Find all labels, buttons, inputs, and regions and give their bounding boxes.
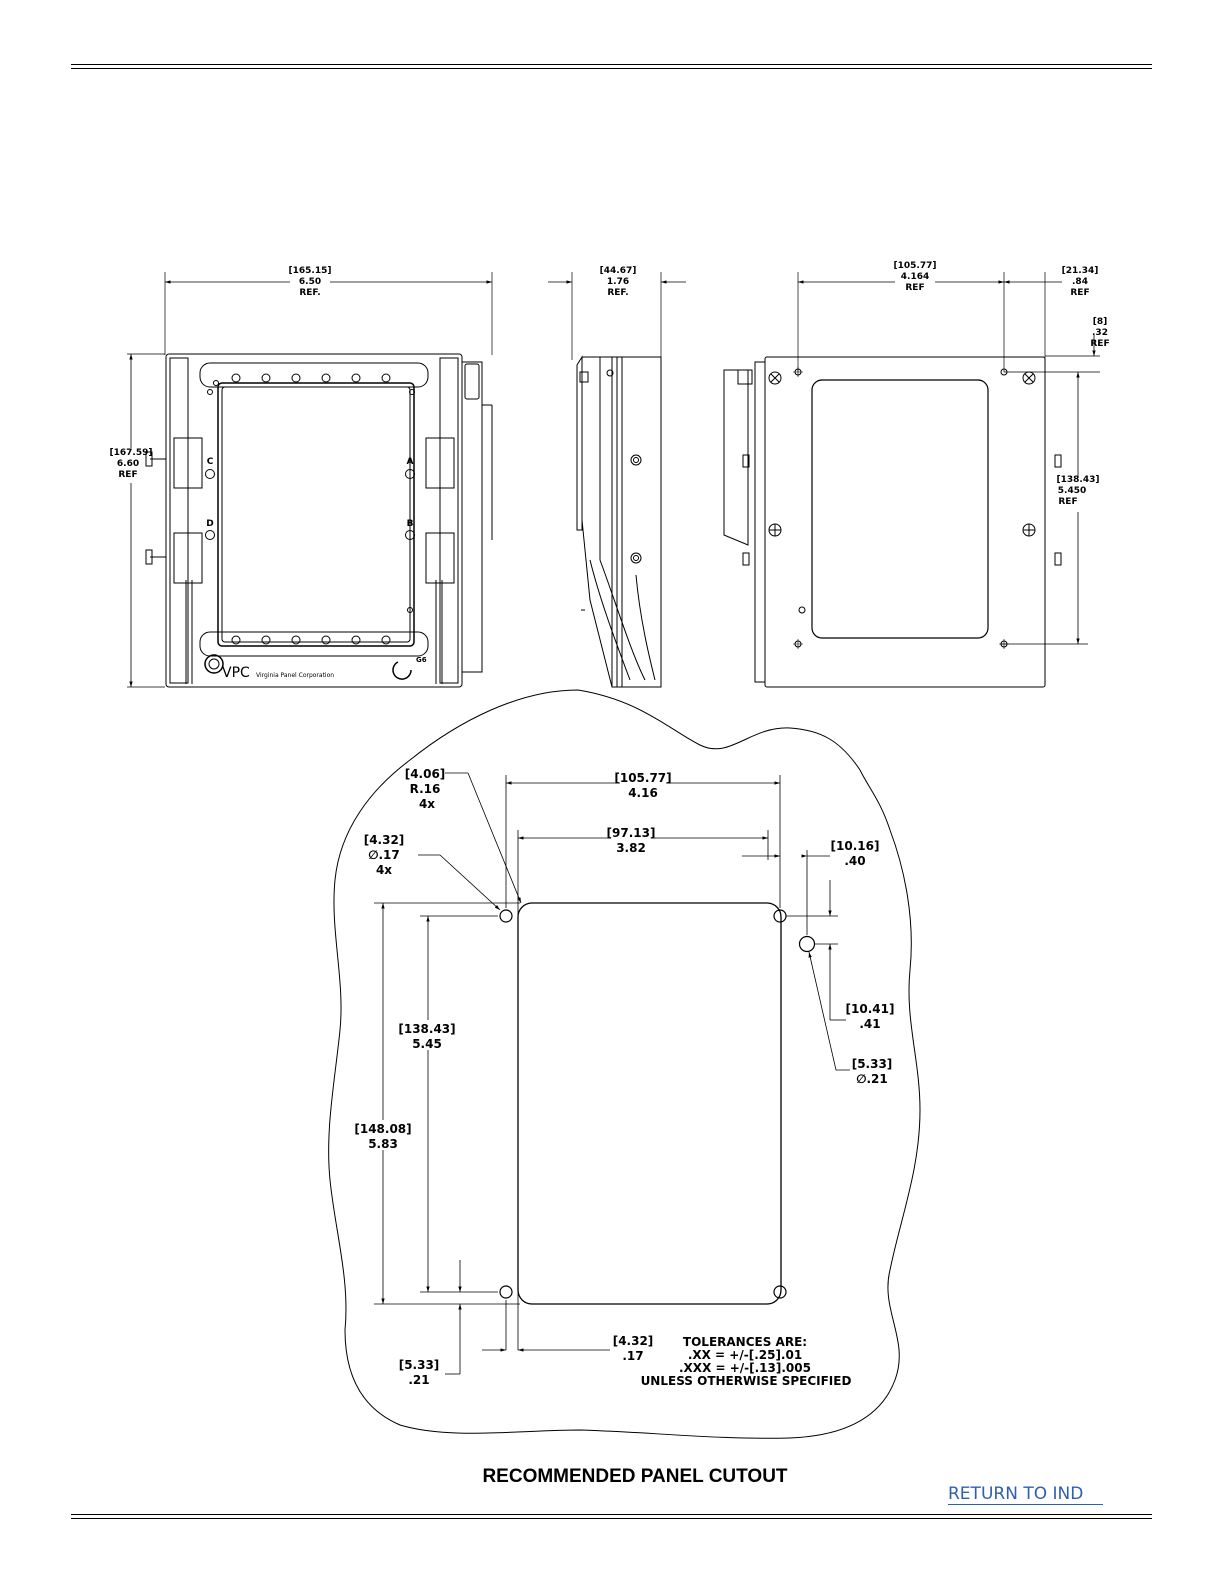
rear-span-in: 4.164 xyxy=(901,272,929,282)
rear-span-ref: REF xyxy=(905,283,924,293)
hole-dia-in: ∅.17 xyxy=(368,848,400,862)
top-rule xyxy=(71,64,1152,65)
hole-vert-mm: [138.43] xyxy=(398,1022,455,1036)
tolerances-line3: UNLESS OTHERWISE SPECIFIED xyxy=(641,1374,852,1388)
side-depth-in: 1.76 xyxy=(607,277,629,287)
side-view xyxy=(548,272,686,688)
window-height-mm: [148.08] xyxy=(354,1122,411,1136)
hole-span-mm: [105.77] xyxy=(614,771,671,785)
rear-edge-ref: REF xyxy=(1070,288,1089,298)
rear-edge-in: .84 xyxy=(1072,277,1088,287)
bottom-offset-mm: [5.33] xyxy=(399,1358,440,1372)
label-c: C xyxy=(207,457,214,467)
window-width-mm: [97.13] xyxy=(607,826,656,840)
window-height-in: 5.83 xyxy=(368,1137,398,1151)
rear-view xyxy=(723,272,1100,688)
tolerances-title: TOLERANCES ARE: xyxy=(683,1335,807,1349)
rear-vert-ref: REF xyxy=(1058,497,1077,507)
radius-in: R.16 xyxy=(410,782,441,796)
hole-dia-mm: [4.32] xyxy=(364,833,405,847)
key-offset-mm: [10.16] xyxy=(831,839,880,853)
rear-top-mm: [8] xyxy=(1093,317,1108,327)
bottom-rule-inner xyxy=(71,1518,1152,1519)
top-rule-inner xyxy=(71,68,1152,69)
tolerances-line2: .XXX = +/-[.13].005 xyxy=(679,1361,811,1375)
key-offset-in: .40 xyxy=(844,854,865,868)
hole-vert-in: 5.45 xyxy=(412,1037,442,1051)
hole-span-in: 4.16 xyxy=(628,786,658,800)
return-to-index-link[interactable]: RETURN TO IND xyxy=(948,1484,1104,1505)
rear-vert-in: 5.450 xyxy=(1058,486,1086,496)
front-width-ref: REF. xyxy=(299,288,320,298)
front-width-in: 6.50 xyxy=(299,277,321,287)
key-vert-in: .41 xyxy=(859,1017,880,1031)
left-offset-mm: [4.32] xyxy=(613,1334,654,1348)
label-b: B xyxy=(407,519,414,529)
label-a: A xyxy=(407,457,414,467)
front-view xyxy=(127,272,493,688)
front-height-in: 6.60 xyxy=(117,459,139,469)
drawing-caption: RECOMMENDED PANEL CUTOUT xyxy=(482,1466,788,1487)
side-depth-mm: [44.67] xyxy=(600,266,637,276)
key-vert-mm: [10.41] xyxy=(846,1002,895,1016)
bottom-rule xyxy=(71,1514,1152,1515)
panel-cutout xyxy=(328,689,921,1439)
panel-outline xyxy=(328,689,921,1439)
window-width-in: 3.82 xyxy=(616,841,646,855)
label-d: D xyxy=(206,519,213,529)
radius-qty: 4x xyxy=(419,797,435,811)
front-height-ref: REF xyxy=(118,470,137,480)
side-view-labels: [44.67] 1.76 REF. xyxy=(600,266,637,298)
rear-span-mm: [105.77] xyxy=(894,261,937,271)
front-view-labels: [165.15] 6.50 REF. [167.59] 6.60 REF C D… xyxy=(110,266,427,681)
rear-edge-mm: [21.34] xyxy=(1062,266,1099,276)
front-height-mm: [167.59] xyxy=(110,448,153,458)
side-depth-ref: REF. xyxy=(607,288,628,298)
front-width-mm: [165.15] xyxy=(289,266,332,276)
rear-vert-mm: [138.43] xyxy=(1057,475,1100,485)
panel-cutout-labels: [4.06] R.16 4x [4.32] ∅.17 4x [105.77] 4… xyxy=(354,767,894,1388)
brand-logo: VPC xyxy=(222,665,250,681)
hole-dia-qty: 4x xyxy=(376,863,392,877)
rear-top-ref: REF xyxy=(1090,339,1109,349)
left-offset-in: .17 xyxy=(622,1349,643,1363)
key-dia-in: ∅.21 xyxy=(856,1072,888,1086)
series-mark: G6 xyxy=(416,656,427,664)
key-dia-mm: [5.33] xyxy=(852,1057,893,1071)
tolerances-line1: .XX = +/-[.25].01 xyxy=(688,1348,802,1362)
brand-text: Virginia Panel Corporation xyxy=(256,672,334,679)
rear-view-labels: [105.77] 4.164 REF [21.34] .84 REF [8] .… xyxy=(894,261,1110,507)
rear-top-in: .32 xyxy=(1092,328,1108,338)
radius-mm: [4.06] xyxy=(405,767,446,781)
bottom-offset-in: .21 xyxy=(408,1373,429,1387)
